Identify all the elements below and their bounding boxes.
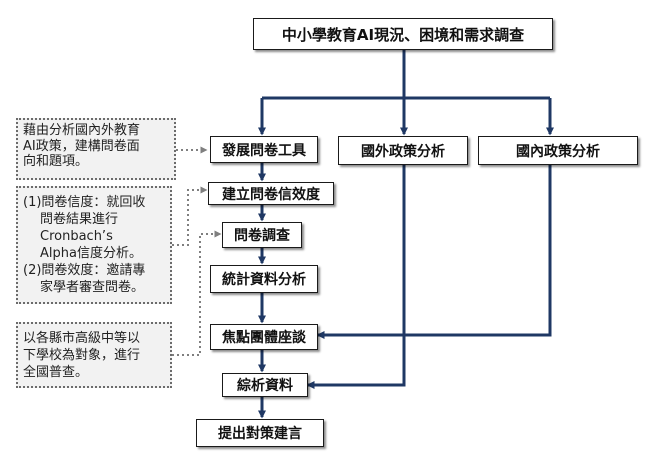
survey-title-box: 中小學教育AI現況、困境和需求調查 [253, 18, 553, 50]
domestic-policy-label: 國內政策分析 [516, 143, 600, 160]
note-line: 向和題項。 [23, 154, 89, 169]
note-line: (2)問卷效度：邀請專 [23, 263, 146, 278]
foreign-policy-analysis-box: 國外政策分析 [338, 136, 468, 165]
step-synthesize-data: 綜析資料 [222, 373, 308, 397]
note-survey-scope: 以各縣市高級中等以 下學校為對象，進行 全國普查。 [16, 322, 172, 388]
note-line: Cronbach’s [40, 229, 113, 244]
step-label: 建立問卷信效度 [222, 186, 320, 203]
step-label: 問卷調查 [234, 228, 290, 244]
step-questionnaire-survey: 問卷調查 [222, 222, 302, 248]
survey-title: 中小學教育AI現況、困境和需求調查 [281, 25, 525, 44]
step-label: 統計資料分析 [222, 272, 306, 288]
step-label: 發展問卷工具 [222, 142, 306, 159]
step-statistical-analysis: 統計資料分析 [210, 265, 318, 293]
step-label: 焦點團體座談 [222, 330, 306, 346]
note-line: 全國普查。 [23, 365, 89, 380]
foreign-policy-label: 國外政策分析 [361, 143, 445, 160]
arrow-foreign-to-synthesis [306, 165, 406, 389]
note-line: 問卷結果進行 [40, 212, 119, 227]
note-line: 以各縣市高級中等以 [23, 331, 141, 346]
arrow-domestic-to-focus-group [316, 165, 552, 339]
note-line: Alpha信度分析。 [40, 246, 142, 261]
step-focus-group: 焦點團體座談 [210, 324, 318, 350]
note-connector-reliability [172, 186, 208, 246]
note-line: AI政策，建構問卷面 [23, 138, 140, 154]
note-tool-development: 藉由分析國內外教育 AI政策，建構問卷面 向和題項。 [16, 118, 176, 180]
step-establish-reliability-validity: 建立問卷信效度 [208, 182, 334, 205]
step-policy-recommendations: 提出對策建言 [196, 419, 324, 447]
note-line: 藉由分析國內外教育 [23, 123, 141, 138]
note-line: (1)問卷信度：就回收 [23, 195, 146, 210]
note-line: 下學校為對象，進行 [23, 348, 141, 363]
step-label: 綜析資料 [237, 378, 293, 394]
note-line: 家學者審查問卷。 [40, 280, 145, 295]
step-label: 提出對策建言 [218, 426, 302, 442]
domestic-policy-analysis-box: 國內政策分析 [478, 136, 638, 165]
step-develop-questionnaire: 發展問卷工具 [210, 136, 318, 163]
note-reliability-validity: (1)問卷信度：就回收 問卷結果進行 Cronbach’s Alpha信度分析。… [16, 186, 172, 304]
